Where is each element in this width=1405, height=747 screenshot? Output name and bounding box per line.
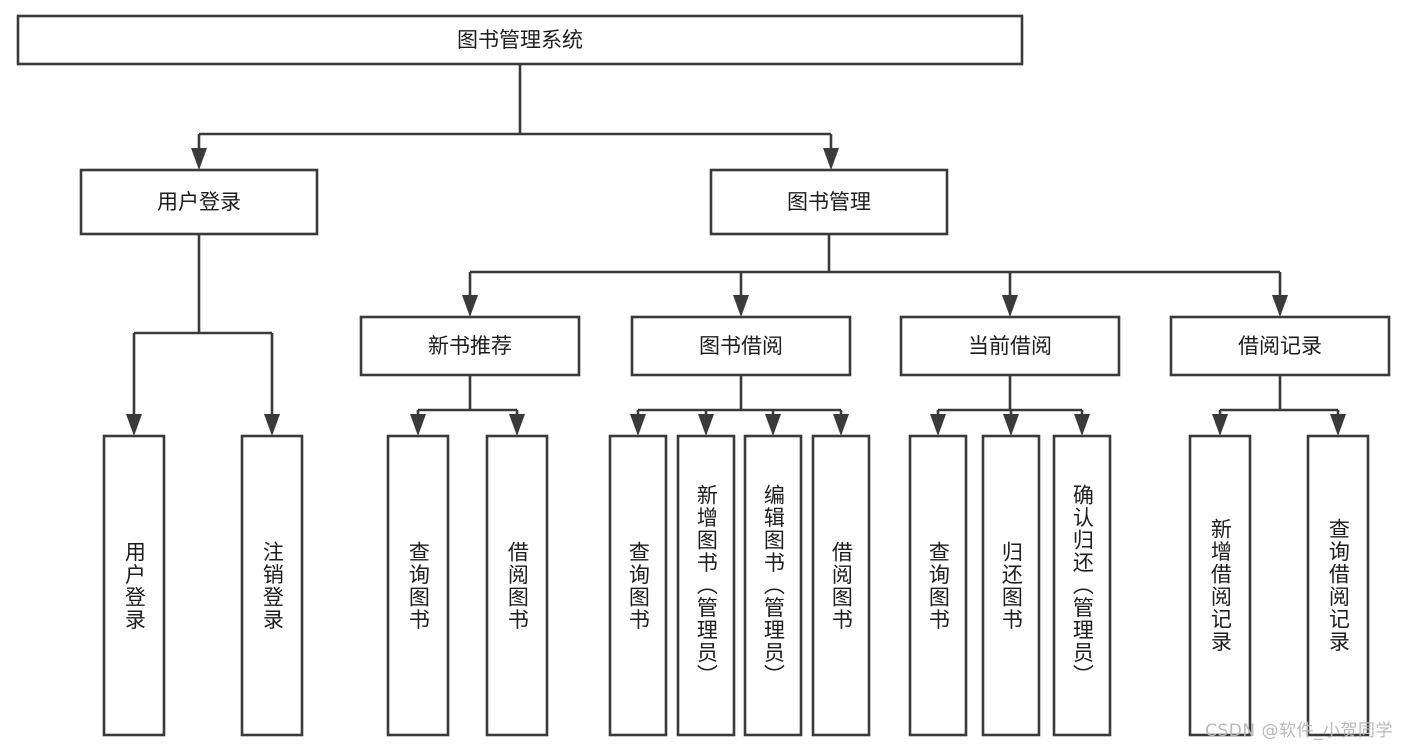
leaf-node-leaf-add-borrow-record[interactable]: [1188, 434, 1252, 737]
leaf-node-leaf-confirm-return-admin[interactable]: [1052, 434, 1112, 737]
arrow-head-icon: [1330, 414, 1346, 436]
node-label: 图书管理系统: [457, 28, 583, 52]
leaf-node-leaf-user-login[interactable]: [102, 434, 166, 737]
node-new-book-recommend[interactable]: 新书推荐: [359, 315, 581, 377]
node-current-borrow[interactable]: 当前借阅: [899, 315, 1121, 377]
arrow-head-icon: [930, 414, 946, 436]
arrow-head-icon: [509, 414, 525, 436]
node-label: 当前借阅: [968, 334, 1052, 358]
leaf-node-leaf-borrow-book[interactable]: [811, 434, 871, 737]
node-book-manage[interactable]: 图书管理: [709, 168, 949, 236]
arrow-head-icon: [1002, 295, 1018, 317]
arrow-head-icon: [733, 295, 749, 317]
arrow-head-icon: [191, 148, 207, 170]
node-box: [899, 315, 1121, 377]
arrow-head-icon: [1212, 414, 1228, 436]
node-user-login[interactable]: 用户登录: [79, 168, 319, 236]
node-box: [359, 315, 581, 377]
node-label: 借阅记录: [1238, 334, 1322, 358]
node-box: [1169, 315, 1391, 377]
arrow-head-icon: [1074, 414, 1090, 436]
leaf-node-leaf-borrow-book-recommend[interactable]: [485, 434, 549, 737]
arrow-head-icon: [126, 414, 142, 436]
arrow-head-icon: [765, 414, 781, 436]
leaf-node-leaf-query-book-current[interactable]: [908, 434, 968, 737]
leaf-node-leaf-add-book-admin[interactable]: [676, 434, 736, 737]
node-borrow-record[interactable]: 借阅记录: [1169, 315, 1391, 377]
connector-layer: [126, 64, 1346, 436]
node-label: 用户登录: [157, 190, 241, 214]
node-label: 新书推荐: [428, 334, 512, 358]
arrow-head-icon: [462, 295, 478, 317]
node-label: 图书管理: [787, 190, 871, 214]
leaf-node-leaf-return-book[interactable]: [981, 434, 1041, 737]
leaf-node-leaf-query-borrow-record[interactable]: [1306, 434, 1370, 737]
leaf-node-leaf-query-book-borrow[interactable]: [608, 434, 668, 737]
leaf-node-leaf-query-book-recommend[interactable]: [386, 434, 450, 737]
leaf-node-leaf-edit-book-admin[interactable]: [743, 434, 803, 737]
arrow-head-icon: [410, 414, 426, 436]
watermark: CSDN @软件_小贺同学: [1205, 721, 1393, 741]
node-label: 图书借阅: [699, 334, 783, 358]
node-box: [79, 168, 319, 236]
node-book-borrow[interactable]: 图书借阅: [630, 315, 852, 377]
node-root[interactable]: 图书管理系统: [16, 14, 1024, 66]
node-box: [16, 14, 1024, 66]
leaf-node-leaf-logout-login[interactable]: [240, 434, 304, 737]
arrow-head-icon: [698, 414, 714, 436]
arrow-head-icon: [833, 414, 849, 436]
arrow-head-icon: [823, 148, 839, 170]
arrow-head-icon: [264, 414, 280, 436]
arrow-head-icon: [630, 414, 646, 436]
node-box: [709, 168, 949, 236]
node-box: [630, 315, 852, 377]
arrow-head-icon: [1272, 295, 1288, 317]
arrow-head-icon: [1003, 414, 1019, 436]
